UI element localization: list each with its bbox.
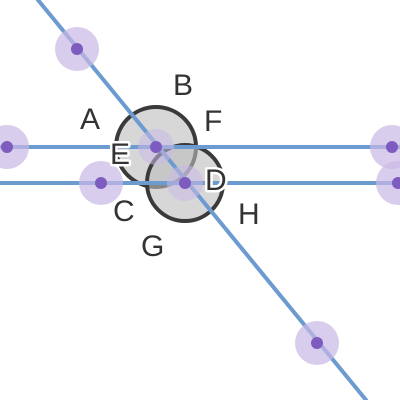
point-diagonal-bottom[interactable] [311,337,323,349]
label-h: H [238,198,260,231]
point-right-bottom[interactable] [392,177,400,189]
point-d[interactable] [179,177,191,189]
point-halo-right-bottom [376,161,400,205]
point-right-top[interactable] [386,141,398,153]
label-b: B [173,69,193,102]
point-halo-left-top [0,125,29,169]
label-c: C [113,195,135,228]
point-diagonal-top[interactable] [71,43,83,55]
point-left-top[interactable] [1,141,13,153]
label-d: D [205,164,227,197]
label-f: F [204,105,222,138]
label-a: A [80,103,100,136]
label-g: G [141,230,164,263]
point-c[interactable] [95,177,107,189]
label-e: E [110,138,130,171]
point-halo-right-top [370,125,400,169]
point-e[interactable] [150,141,162,153]
